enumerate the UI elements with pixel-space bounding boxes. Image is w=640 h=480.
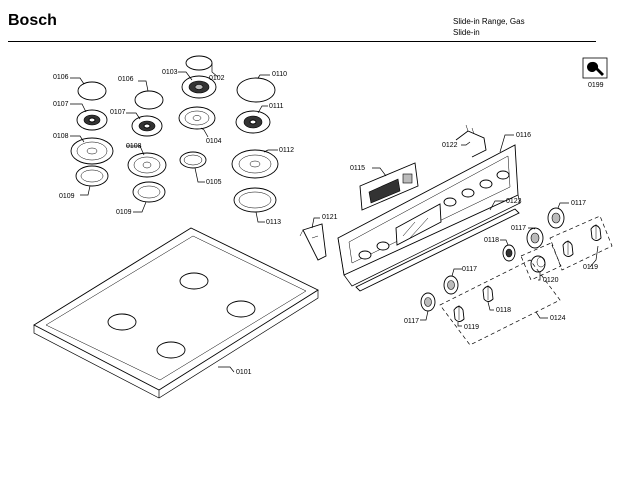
- label-0101: 0101: [236, 369, 252, 376]
- label-0199: 0199: [588, 82, 604, 89]
- header-divider: [8, 41, 596, 42]
- label-0108-left: 0108: [53, 133, 69, 140]
- part-0110-cap-large[interactable]: [236, 77, 276, 103]
- part-0106-cap-left[interactable]: [77, 81, 107, 101]
- part-0108-base-left[interactable]: [70, 137, 114, 165]
- wrench-icon[interactable]: [582, 57, 608, 79]
- part-0108-base-center[interactable]: [127, 152, 167, 178]
- part-0104-base-small[interactable]: [178, 106, 216, 130]
- part-0116-control-panel[interactable]: [337, 144, 521, 287]
- label-0105: 0105: [206, 179, 222, 186]
- label-0106-left: 0106: [53, 74, 69, 81]
- part-0123-trim[interactable]: [355, 208, 520, 292]
- part-0119-knob-right-2[interactable]: [590, 224, 602, 241]
- label-0115: 0115: [350, 165, 365, 172]
- label-0119-lower: 0119: [464, 324, 479, 331]
- label-0122: 0122: [442, 142, 458, 149]
- label-0112: 0112: [279, 147, 294, 154]
- part-0115-display-module[interactable]: [359, 162, 419, 211]
- group-0120-outline: [520, 242, 562, 281]
- part-0109-ring-center[interactable]: [132, 181, 166, 203]
- part-0118-knob-mid[interactable]: [502, 244, 516, 262]
- part-0105-ring-small[interactable]: [179, 151, 207, 169]
- part-0119-knob-lower[interactable]: [453, 305, 465, 322]
- label-0102: 0102: [209, 75, 225, 82]
- part-0119-knob-right-1[interactable]: [562, 240, 574, 257]
- label-0107-center: 0107: [110, 109, 126, 116]
- label-0110: 0110: [272, 71, 287, 78]
- brand-title: Bosch: [8, 12, 57, 29]
- part-0107-burner-left[interactable]: [76, 109, 108, 131]
- part-0111-burner-large[interactable]: [235, 110, 271, 134]
- label-0117-center: 0117: [462, 266, 477, 273]
- label-0107-left: 0107: [53, 101, 69, 108]
- leader-lines-knobs: [420, 202, 599, 327]
- group-0119-right-outline: [549, 215, 613, 271]
- label-0119-right: 0119: [583, 264, 598, 271]
- part-0122-bracket[interactable]: [455, 124, 487, 158]
- label-0113: 0113: [266, 219, 281, 226]
- part-0109-ring-left[interactable]: [75, 165, 109, 187]
- part-0117-bezel-mid[interactable]: [526, 227, 544, 249]
- part-0120-knob[interactable]: [530, 255, 546, 273]
- part-0117-bezel-left[interactable]: [420, 292, 436, 312]
- part-0106-cap-center[interactable]: [134, 90, 164, 110]
- label-0117-left: 0117: [404, 318, 419, 325]
- model-line-1: Slide-in Range, Gas: [453, 17, 525, 26]
- label-0117-mid: 0117: [511, 225, 526, 232]
- leader-lines-panel: [311, 134, 514, 229]
- part-0107-burner-center[interactable]: [131, 115, 163, 137]
- part-0103-burner-small[interactable]: [181, 75, 217, 99]
- part-0101-cooktop[interactable]: [33, 227, 319, 399]
- part-0117-bezel-topright[interactable]: [547, 207, 565, 229]
- part-0121-side-bracket[interactable]: [299, 223, 327, 261]
- label-0106-center: 0106: [118, 76, 134, 83]
- part-0117-bezel-center[interactable]: [443, 275, 459, 295]
- label-0124: 0124: [550, 315, 566, 322]
- label-0118-lower: 0118: [496, 307, 511, 314]
- part-0112-base-large[interactable]: [231, 149, 279, 179]
- label-0109-left: 0109: [59, 193, 75, 200]
- label-0104: 0104: [206, 138, 222, 145]
- label-0109-center: 0109: [116, 209, 132, 216]
- part-0118-knob-lower[interactable]: [482, 285, 494, 302]
- label-0117-topright: 0117: [571, 200, 586, 207]
- leader-0101: [218, 366, 235, 373]
- label-0116: 0116: [516, 132, 531, 139]
- part-0113-ring-large[interactable]: [233, 187, 277, 213]
- label-0120: 0120: [543, 277, 559, 284]
- group-0124-outline: [439, 259, 561, 346]
- model-line-2: Slide-in: [453, 28, 480, 37]
- label-0111: 0111: [269, 103, 284, 110]
- label-0103: 0103: [162, 69, 178, 76]
- label-0108-center: 0108: [126, 143, 142, 150]
- label-0118-mid: 0118: [484, 237, 499, 244]
- label-0123: 0123: [506, 198, 522, 205]
- label-0121: 0121: [322, 214, 338, 221]
- leader-lines-burners: [70, 63, 278, 223]
- part-0102-cap-small[interactable]: [185, 55, 213, 71]
